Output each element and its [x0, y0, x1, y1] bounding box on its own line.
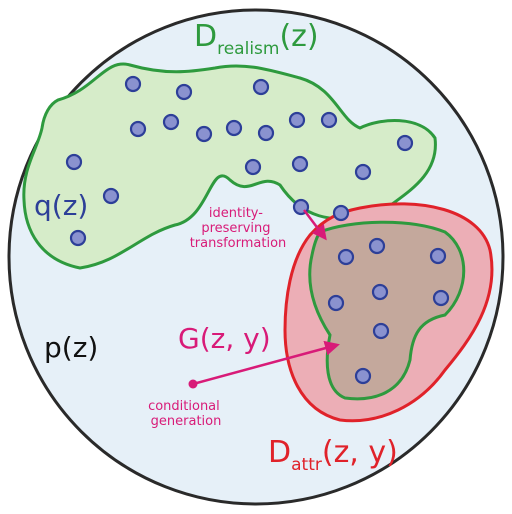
conditional-line-2: generation: [151, 414, 222, 429]
identity-label: identity- preserving transformation: [190, 206, 287, 251]
d-realism-args: (z): [279, 19, 318, 54]
data-point: [354, 163, 372, 181]
data-point: [432, 289, 450, 307]
data-point: [69, 229, 87, 247]
data-point: [102, 187, 120, 205]
d-attr-main: D: [268, 435, 291, 470]
data-point: [337, 248, 355, 266]
overlap-region: [308, 220, 466, 401]
identity-arrow: [303, 209, 327, 241]
d-realism-label: Drealism(z): [194, 19, 319, 59]
data-point: [291, 155, 309, 173]
data-point: [162, 113, 180, 131]
p-label: p(z): [44, 331, 98, 364]
data-point: [195, 125, 213, 143]
identity-line-3: transformation: [190, 236, 287, 251]
data-point: [396, 134, 414, 152]
data-point: [354, 367, 372, 385]
conditional-line-1: conditional: [148, 399, 220, 414]
data-point: [371, 283, 389, 301]
data-point: [257, 124, 275, 142]
identity-line-2: preserving: [201, 221, 270, 236]
d-realism-main: D: [194, 19, 217, 54]
d-attr-label: Dattr(z, y): [268, 435, 398, 475]
data-points: [65, 75, 450, 385]
q-label: q(z): [34, 189, 88, 222]
data-point: [429, 247, 447, 265]
data-point: [320, 111, 338, 129]
conditional-label: conditional generation: [148, 399, 224, 429]
d-attr-args: (z, y): [322, 435, 398, 470]
data-point: [288, 111, 306, 129]
conditional-arrow: [192, 340, 340, 386]
data-point: [129, 120, 147, 138]
d-attr-subscript: attr: [291, 455, 322, 475]
data-point: [65, 153, 83, 171]
data-point: [244, 158, 262, 176]
data-point: [225, 119, 243, 137]
data-point: [252, 78, 270, 96]
identity-line-1: identity-: [209, 206, 263, 221]
data-point: [175, 83, 193, 101]
data-point: [372, 322, 390, 340]
data-point: [124, 75, 142, 93]
d-realism-subscript: realism: [217, 39, 279, 59]
g-label: G(z, y): [178, 322, 271, 355]
data-point: [368, 237, 386, 255]
data-point: [332, 204, 350, 222]
data-point: [327, 294, 345, 312]
